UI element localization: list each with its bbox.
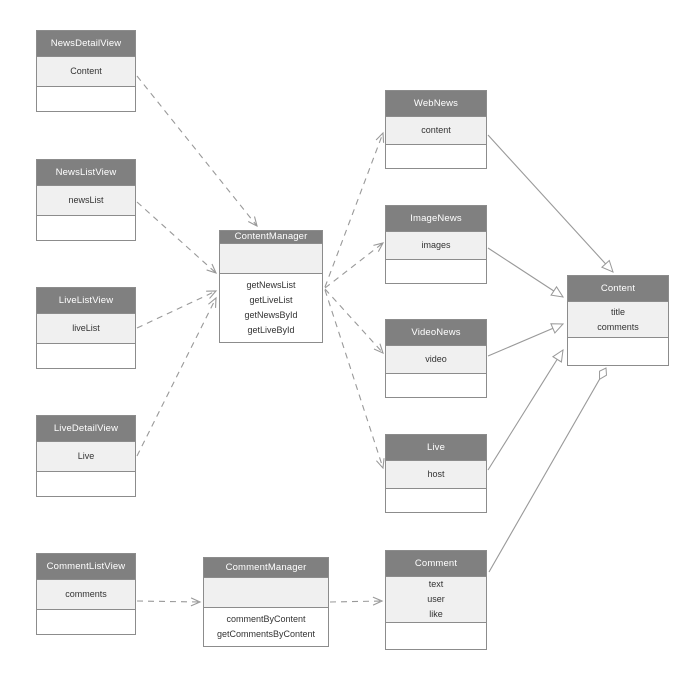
class-methods-content	[568, 338, 668, 365]
class-attributes-newslistview: newsList	[37, 186, 135, 216]
class-title-live: Live	[386, 435, 486, 461]
class-title-contentmanager: ContentManager	[220, 231, 322, 244]
attribute-row: content	[421, 125, 451, 135]
class-methods-imagenews	[386, 260, 486, 283]
method-row: getNewsList	[246, 280, 296, 290]
method-row: commentByContent	[226, 614, 306, 624]
class-box-newslistview[interactable]: NewsListView newsList	[36, 159, 136, 241]
attribute-row: text	[428, 579, 444, 589]
attribute-row: comments	[597, 321, 639, 332]
class-methods-livelistview	[37, 344, 135, 368]
class-methods-comment	[386, 623, 486, 649]
edge-videonews-content	[487, 323, 565, 357]
class-methods-webnews	[386, 145, 486, 168]
edge-commentlistview-commentmanager	[136, 597, 202, 607]
class-box-livedetailview[interactable]: LiveDetailView Live	[36, 415, 136, 497]
class-box-webnews[interactable]: WebNews content	[385, 90, 487, 169]
class-methods-commentlistview	[37, 610, 135, 634]
edge-newsdetailview-contentmanager	[136, 75, 258, 228]
attribute-row: Live	[77, 451, 95, 461]
class-title-comment: Comment	[386, 551, 486, 577]
method-row: getCommentsByContent	[216, 629, 316, 639]
class-attributes-live: host	[386, 461, 486, 489]
edge-contentmanager-webnews	[324, 131, 385, 288]
class-attributes-commentlistview: comments	[37, 580, 135, 610]
method-row: getLiveList	[249, 295, 293, 305]
class-box-livelistview[interactable]: LiveListView liveList	[36, 287, 136, 369]
class-title-commentmanager: CommentManager	[204, 558, 328, 578]
edge-contentmanager-imagenews	[324, 242, 385, 289]
attribute-row: newsList	[68, 195, 104, 205]
class-attributes-content: title comments	[568, 302, 668, 338]
class-attributes-webnews: content	[386, 117, 486, 145]
edge-livelistview-contentmanager	[136, 290, 218, 329]
class-box-content[interactable]: Content title comments	[567, 275, 669, 366]
edge-contentmanager-live	[324, 289, 385, 470]
attribute-row: user	[427, 594, 445, 604]
class-methods-newsdetailview	[37, 87, 135, 111]
edge-contentmanager-videonews	[324, 288, 384, 355]
class-methods-videonews	[386, 374, 486, 397]
attribute-row: host	[427, 469, 445, 479]
class-title-commentlistview: CommentListView	[37, 554, 135, 580]
class-box-commentmanager[interactable]: CommentManager commentByContent getComme…	[203, 557, 329, 647]
class-box-live[interactable]: Live host	[385, 434, 487, 513]
attribute-row: liveList	[72, 323, 100, 333]
class-title-newslistview: NewsListView	[37, 160, 135, 186]
class-attributes-livedetailview: Live	[37, 442, 135, 472]
class-title-webnews: WebNews	[386, 91, 486, 117]
class-methods-live	[386, 489, 486, 512]
attribute-row: images	[421, 240, 451, 250]
method-row: getNewsById	[244, 310, 298, 320]
class-box-contentmanager[interactable]: ContentManager getNewsList getLiveList g…	[219, 230, 323, 343]
class-box-comment[interactable]: Comment text user like	[385, 550, 487, 650]
class-attributes-commentmanager	[204, 578, 328, 608]
class-methods-newslistview	[37, 216, 135, 240]
edge-webnews-content	[487, 134, 614, 273]
edge-newslistview-contentmanager	[136, 201, 218, 274]
attribute-row: Content	[70, 66, 102, 76]
edge-livedetailview-contentmanager	[136, 296, 217, 457]
attribute-row: video	[425, 354, 447, 364]
class-title-content: Content	[568, 276, 668, 302]
class-box-commentlistview[interactable]: CommentListView comments	[36, 553, 136, 635]
attribute-row: title	[610, 306, 625, 317]
class-methods-contentmanager: getNewsList getLiveList getNewsById getL…	[220, 274, 322, 342]
class-attributes-livelistview: liveList	[37, 314, 135, 344]
class-attributes-contentmanager	[220, 244, 322, 274]
edge-commentmanager-comment	[329, 596, 384, 606]
class-attributes-newsdetailview: Content	[37, 57, 135, 87]
attribute-row: comments	[65, 589, 107, 599]
class-title-imagenews: ImageNews	[386, 206, 486, 232]
attribute-row: like	[429, 609, 443, 619]
class-attributes-imagenews: images	[386, 232, 486, 260]
method-row: getLiveById	[247, 325, 295, 335]
class-title-videonews: VideoNews	[386, 320, 486, 346]
edge-content-comment-aggregation	[488, 367, 608, 573]
class-title-newsdetailview: NewsDetailView	[37, 31, 135, 57]
class-methods-commentmanager: commentByContent getCommentsByContent	[204, 608, 328, 646]
class-title-livelistview: LiveListView	[37, 288, 135, 314]
class-box-imagenews[interactable]: ImageNews images	[385, 205, 487, 284]
class-attributes-comment: text user like	[386, 577, 486, 623]
class-box-newsdetailview[interactable]: NewsDetailView Content	[36, 30, 136, 112]
class-attributes-videonews: video	[386, 346, 486, 374]
edge-imagenews-content	[487, 247, 565, 298]
class-box-videonews[interactable]: VideoNews video	[385, 319, 487, 398]
class-methods-livedetailview	[37, 472, 135, 496]
class-title-livedetailview: LiveDetailView	[37, 416, 135, 442]
edge-live-content	[487, 348, 564, 471]
